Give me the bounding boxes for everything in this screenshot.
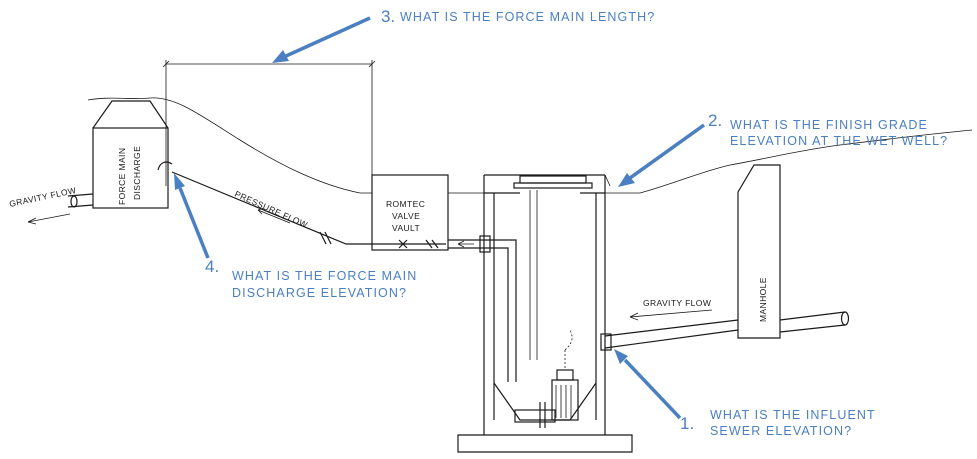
question-3-number: 3. <box>381 7 395 26</box>
force-main-length-dimension <box>162 60 376 186</box>
manhole: MANHOLE <box>737 164 781 339</box>
gravity-flow-left-arrow <box>27 213 71 225</box>
force-main-discharge-structure: FORCE MAIN DISCHARGE <box>92 100 169 209</box>
gravity-flow-right-label: GRAVITY FLOW <box>643 298 711 308</box>
influent-pipe <box>600 311 850 351</box>
question-2-number: 2. <box>708 111 722 130</box>
gravity-flow-left-label: GRAVITY FLOW <box>8 185 77 209</box>
manhole-label: MANHOLE <box>758 277 768 322</box>
question-2-line-1: WHAT IS THE FINISH GRADE <box>730 118 928 132</box>
question-1-number: 1. <box>680 414 694 433</box>
question-2: 2. WHAT IS THE FINISH GRADE ELEVATION AT… <box>708 111 948 148</box>
question-3: 3. WHAT IS THE FORCE MAIN LENGTH? <box>381 7 655 26</box>
valve-vault-label-1: ROMTEC <box>386 199 425 209</box>
pressure-flow-arrow <box>257 207 291 224</box>
submersible-pump <box>514 329 579 428</box>
question-2-line-2: ELEVATION AT THE WET WELL? <box>730 134 948 148</box>
question-4-number: 4. <box>205 257 219 276</box>
valve-vault-label-3: VAULT <box>392 223 420 233</box>
question-3-arrow <box>285 16 371 58</box>
annotation-arrows <box>174 16 706 420</box>
valve-vault: ROMTEC VALVE VAULT <box>371 174 449 251</box>
discharge-pipe <box>448 235 517 382</box>
wet-well <box>457 174 633 453</box>
question-3-line-1: WHAT IS THE FORCE MAIN LENGTH? <box>400 10 655 24</box>
pressure-flow-label: PRESSURE FLOW <box>233 189 309 230</box>
force-main-discharge-label-1: FORCE MAIN <box>117 148 127 205</box>
outlet-pipe <box>67 193 94 208</box>
question-1: 1. WHAT IS THE INFLUENT SEWER ELEVATION? <box>680 408 876 438</box>
question-1-line-2: SEWER ELEVATION? <box>710 424 852 438</box>
force-main-discharge-label-2: DISCHARGE <box>132 146 142 200</box>
question-4-line-2: DISCHARGE ELEVATION? <box>232 286 407 300</box>
question-4-arrow <box>178 187 210 259</box>
force-main-pipe <box>157 161 374 245</box>
question-1-arrow <box>623 358 682 420</box>
gravity-flow-right-arrow <box>629 309 713 321</box>
valve-vault-label-2: VALVE <box>392 211 420 221</box>
question-4-line-1: WHAT IS THE FORCE MAIN <box>232 269 417 283</box>
finish-grade-point <box>604 174 611 187</box>
question-2-arrow <box>628 123 706 180</box>
question-4: 4. WHAT IS THE FORCE MAIN DISCHARGE ELEV… <box>205 257 417 300</box>
ground-line <box>87 97 973 194</box>
question-1-line-1: WHAT IS THE INFLUENT <box>710 408 876 422</box>
